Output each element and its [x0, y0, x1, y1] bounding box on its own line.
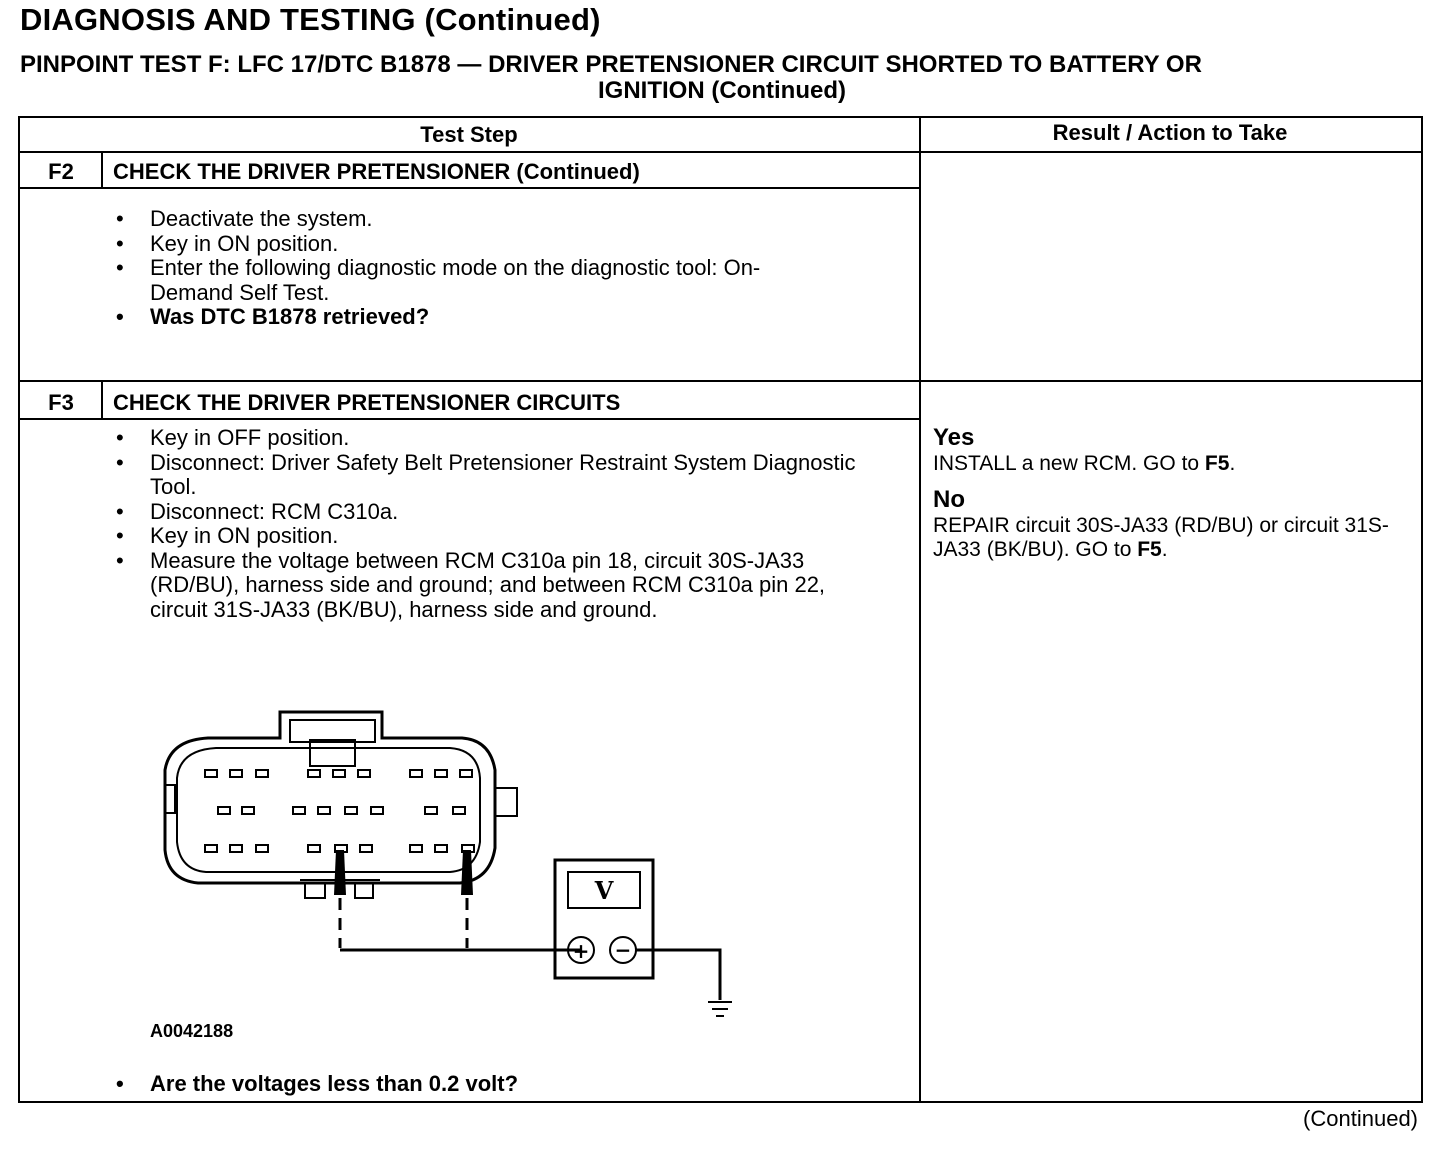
goto-step-link: F5: [1204, 452, 1230, 475]
step-title-f3: CHECK THE DRIVER PRETENSIONER CIRCUITS: [113, 390, 621, 415]
plus-terminal: +: [573, 939, 590, 963]
pinpoint-test-title-line2: IGNITION (Continued): [598, 77, 846, 104]
list-item: Key in OFF position.: [116, 425, 888, 451]
step-id-f2: F2: [48, 159, 74, 184]
result-no-label: No: [933, 486, 965, 513]
column-header-result: Result / Action to Take: [1052, 120, 1288, 145]
list-item-question: Are the voltages less than 0.2 volt?: [116, 1071, 888, 1097]
continued-note: (Continued): [1303, 1106, 1418, 1131]
step-title-f2: CHECK THE DRIVER PRETENSIONER (Continued…: [113, 159, 640, 184]
result-yes-action: INSTALL a new RCM. GO to F5.: [933, 452, 1236, 475]
goto-step-link: F5: [1137, 538, 1162, 561]
list-item: Measure the voltage between RCM C310a pi…: [116, 548, 888, 623]
page-title: DIAGNOSIS AND TESTING (Continued): [20, 2, 601, 37]
list-item-question: Was DTC B1878 retrieved?: [116, 304, 836, 330]
connector-voltmeter-diagram: V + −: [163, 710, 732, 1017]
connector-body: [163, 710, 497, 885]
list-item: Deactivate the system.: [116, 206, 836, 232]
voltmeter-symbol: V: [594, 876, 614, 905]
minus-terminal: −: [615, 938, 632, 962]
pinpoint-test-title-line1: PINPOINT TEST F: LFC 17/DTC B1878 — DRIV…: [20, 51, 1202, 78]
test-probes: [334, 850, 473, 895]
step-f2-instructions: Deactivate the system. Key in ON positio…: [116, 206, 836, 330]
figure-id: A0042188: [150, 1021, 234, 1041]
step-id-f3: F3: [48, 390, 74, 415]
connector-pins: [204, 769, 475, 853]
list-item: Disconnect: RCM C310a.: [116, 499, 888, 525]
result-yes-label: Yes: [933, 424, 975, 451]
list-item: Key in ON position.: [116, 523, 888, 549]
voltmeter: [553, 858, 655, 980]
result-no-action: REPAIR circuit 30S-JA33 (RD/BU) or circu…: [933, 514, 1389, 561]
column-header-test-step: Test Step: [420, 122, 518, 147]
step-f3-question: Are the voltages less than 0.2 volt?: [116, 1071, 888, 1097]
step-f3-instructions: Key in OFF position. Disconnect: Driver …: [116, 425, 888, 623]
pinpoint-test-title: PINPOINT TEST F: LFC 17/DTC B1878 — DRIV…: [20, 52, 1420, 104]
step-f3-results: Yes INSTALL a new RCM. GO to F5. No REPA…: [933, 424, 1403, 562]
list-item: Key in ON position.: [116, 231, 836, 257]
list-item: Disconnect: Driver Safety Belt Pretensio…: [116, 450, 888, 500]
list-item: Enter the following diagnostic mode on t…: [116, 255, 836, 305]
